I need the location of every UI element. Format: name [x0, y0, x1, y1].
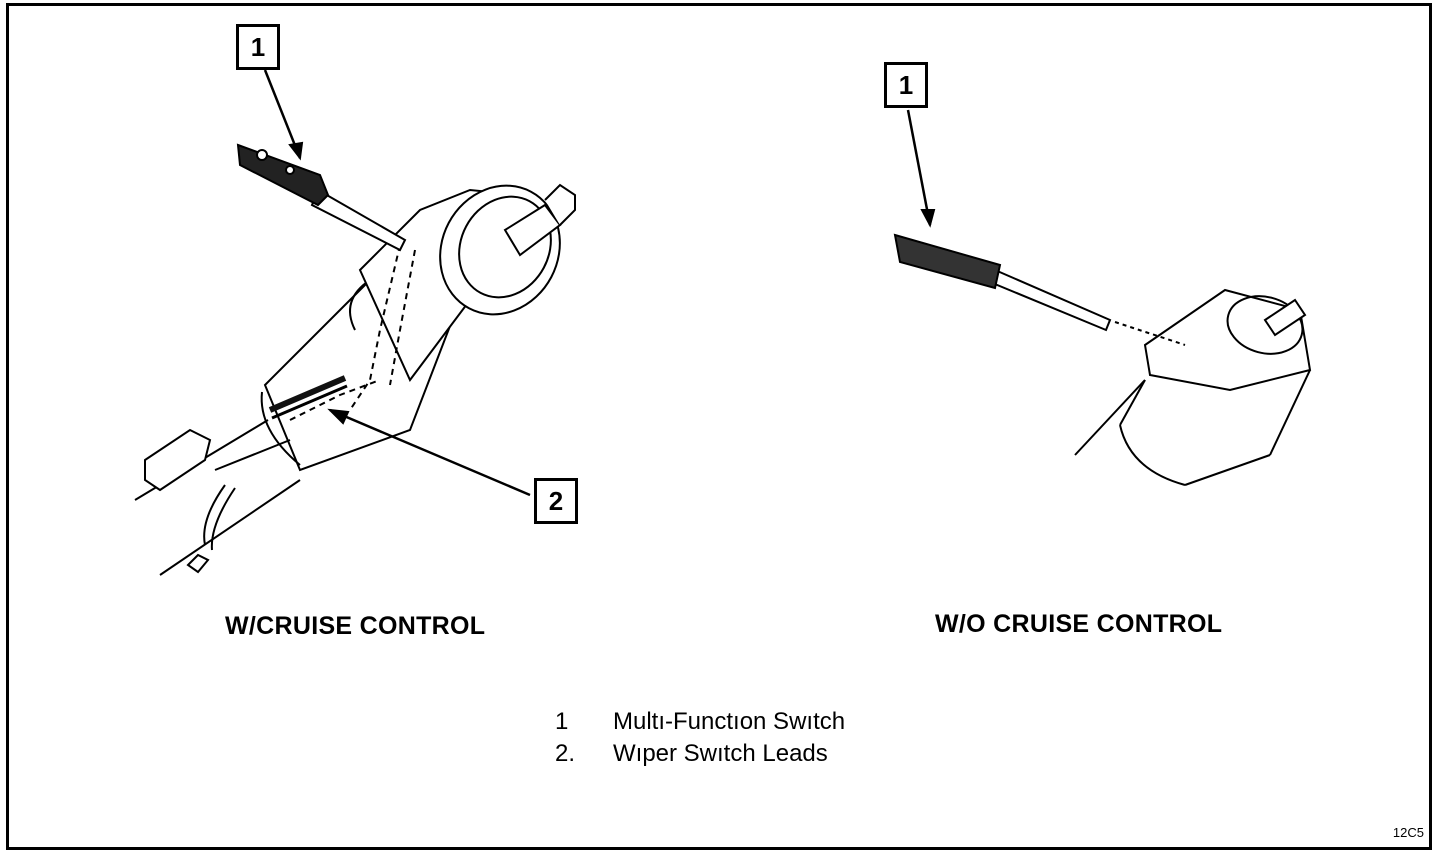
callout-1-right: 1 [884, 62, 928, 108]
left-steering-column [134, 143, 576, 576]
callout-1-left: 1 [236, 24, 280, 70]
figure-code: 12C5 [1392, 825, 1424, 840]
caption-with-cruise: W/CRUISE CONTROL [225, 612, 486, 640]
legend-text: Wıper Swıtch Leads [613, 740, 828, 767]
legend-number: 2. [555, 740, 576, 767]
legend-number: 1 [555, 708, 569, 735]
caption-without-cruise: W/O CRUISE CONTROL [935, 610, 1223, 638]
legend-text: Multı-Functıon Swıtch [613, 708, 846, 735]
right-steering-column [893, 233, 1312, 486]
arrowhead [288, 141, 304, 161]
figure-frame [6, 3, 1432, 850]
leader-line-2-left [329, 408, 531, 497]
column-tube-lower-edge [159, 479, 301, 576]
leader-line-1-right [906, 109, 932, 226]
callout-2-left: 2 [534, 478, 578, 524]
